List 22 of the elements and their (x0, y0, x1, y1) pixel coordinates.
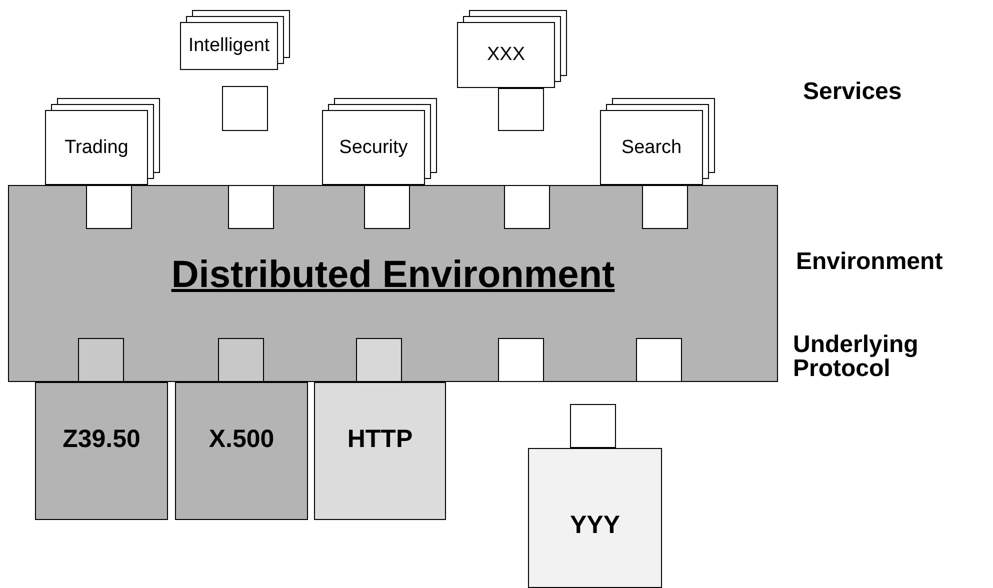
protocol-name: YYY (568, 511, 622, 540)
layer-label: Environment (796, 250, 944, 274)
service-name: XXX (486, 44, 526, 66)
protocol-box (175, 382, 308, 520)
protocol-box (35, 382, 168, 520)
layer-label: Underlying Protocol (793, 333, 920, 381)
service-card-stack (322, 98, 437, 185)
layer-label: Services (803, 80, 903, 104)
protocol-box (314, 382, 446, 520)
service-name: Intelligent (187, 35, 271, 57)
service-name: Search (620, 136, 683, 158)
service-card-stack (180, 10, 290, 70)
protocol-name: Z39.50 (62, 425, 142, 454)
protocol-box (528, 448, 662, 588)
service-card-stack (457, 10, 567, 88)
service-card-stack (600, 98, 715, 185)
service-name: Security (338, 136, 409, 158)
protocol-name: X.500 (208, 425, 276, 454)
protocol-name: HTTP (346, 425, 414, 454)
environment-title: Distributed Environment (170, 254, 616, 297)
service-name: Trading (64, 136, 130, 158)
service-card-stack (45, 98, 160, 185)
